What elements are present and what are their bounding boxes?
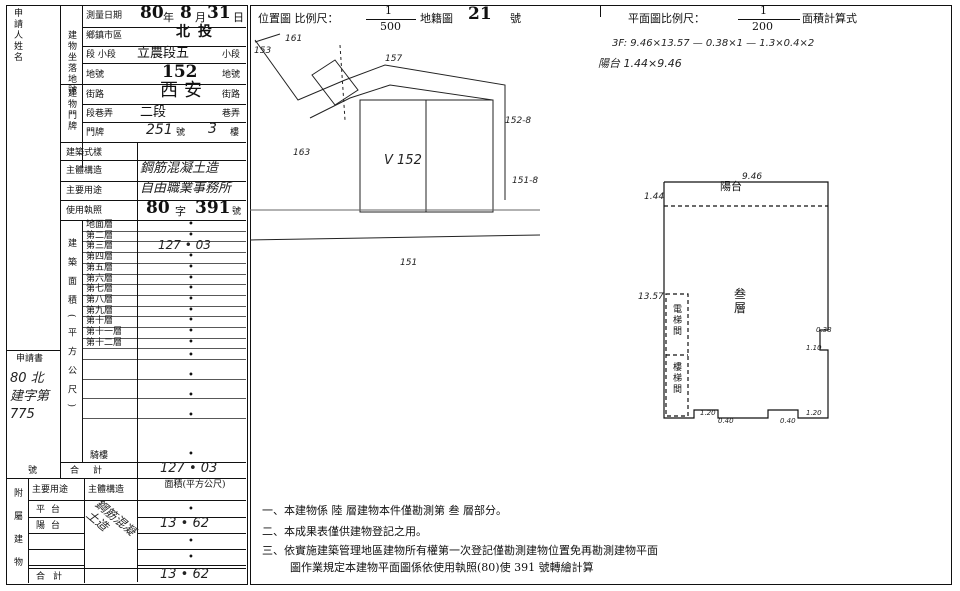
- survey-date-label: 測量日期: [86, 11, 123, 21]
- area-side-label: 建築面積(平方公尺): [66, 238, 76, 418]
- street: 西安: [160, 80, 208, 101]
- extra-area: •: [188, 350, 194, 361]
- calc-line-1: 3F: 9.46×13.57 — 0.38×1 — 1.3×0.4×2: [612, 38, 815, 49]
- survey-year: 80: [140, 3, 164, 23]
- sheet-no: 21: [468, 4, 492, 24]
- door-side-label: 建物門牌: [66, 88, 76, 132]
- floor-area: •: [188, 305, 194, 316]
- annex-label: 附屬建物: [12, 488, 22, 580]
- floor-area: 127 • 03: [158, 238, 211, 252]
- applicant-label: 申請人姓名: [12, 8, 22, 63]
- annex-area: 13 • 62: [160, 516, 210, 531]
- extra-area: •: [188, 370, 194, 381]
- drawing-frame: [250, 5, 952, 585]
- extra-area: •: [188, 390, 194, 401]
- license-no: 391: [195, 198, 231, 218]
- parcel-label: V 152: [384, 153, 422, 168]
- application-number: 80 北建字第 775: [10, 371, 50, 422]
- floor-area: •: [188, 326, 194, 337]
- survey-month: 8: [180, 3, 192, 23]
- land-no: 152: [162, 62, 198, 82]
- floor-area: •: [188, 230, 194, 241]
- elevator-label: 電梯間: [671, 304, 681, 337]
- floor-label: 第三層: [86, 241, 114, 251]
- main-use: 自由職業事務所: [140, 181, 232, 196]
- annex-area: •: [188, 504, 194, 515]
- floor-area: •: [188, 219, 194, 230]
- note-1: 一、本建物係 陸 層建物本件僅勘測第 叁 層部分。: [262, 504, 507, 517]
- license-year: 80: [146, 198, 170, 218]
- floor-area: •: [188, 251, 194, 262]
- floor-label: 第四層: [86, 252, 114, 262]
- floor-area: •: [188, 283, 194, 294]
- survey-day: 31: [207, 3, 231, 23]
- floor-label: 第十層: [86, 316, 114, 326]
- floor-label: 地面層: [86, 220, 114, 230]
- note-2: 二、本成果表僅供建物登記之用。: [262, 525, 427, 538]
- floor-label: 第七層: [86, 284, 114, 294]
- floor-area: •: [188, 337, 194, 348]
- section: 立農段五: [137, 46, 190, 61]
- floor-label: 第五層: [86, 263, 114, 273]
- main-structure: 鋼筋混凝土造: [140, 161, 219, 176]
- annex-use: 平台: [36, 505, 67, 515]
- plan-floor-label: 叁層: [734, 287, 747, 315]
- annex-area: •: [188, 536, 194, 547]
- floor-area: •: [188, 273, 194, 284]
- form-frame: [6, 5, 248, 585]
- parcel-side-label: 建物坐落地號: [66, 30, 76, 96]
- calc-line-2: 陽台 1.44×9.46: [598, 57, 682, 70]
- stair-label: 樓梯間: [671, 362, 681, 395]
- extra-area: •: [188, 410, 194, 421]
- balcony-label: 陽台: [720, 180, 742, 193]
- total-area: 127 • 03: [160, 461, 218, 476]
- door-no: 251: [146, 122, 173, 138]
- floor-label: 第九層: [86, 306, 114, 316]
- annex-total: 13 • 62: [160, 567, 210, 582]
- floor-area: •: [188, 315, 194, 326]
- note-3: 三、依實施建築管理地區建物所有權第一次登記僅勘測建物位置免再勘測建物平面: [262, 544, 658, 557]
- district: 北投: [176, 24, 220, 40]
- floor-area: •: [188, 294, 194, 305]
- floor-plan: [663, 181, 829, 419]
- floor-label: 第二層: [86, 231, 114, 241]
- floor-label: 第十二層: [86, 338, 123, 348]
- note-4: 圖作業規定本建物平面圖係依使用執照(80)使 391 號轉繪計算: [290, 561, 594, 574]
- annex-use: 陽台: [36, 521, 67, 531]
- location-map: [250, 33, 540, 241]
- floor-label: 第十一層: [86, 327, 123, 337]
- floor-label: 第八層: [86, 295, 114, 305]
- annex-area: •: [188, 552, 194, 563]
- floor-area: •: [188, 262, 194, 273]
- floor-no: 3: [208, 121, 217, 137]
- lane: 二段: [140, 105, 167, 120]
- floor-label: 第六層: [86, 274, 114, 284]
